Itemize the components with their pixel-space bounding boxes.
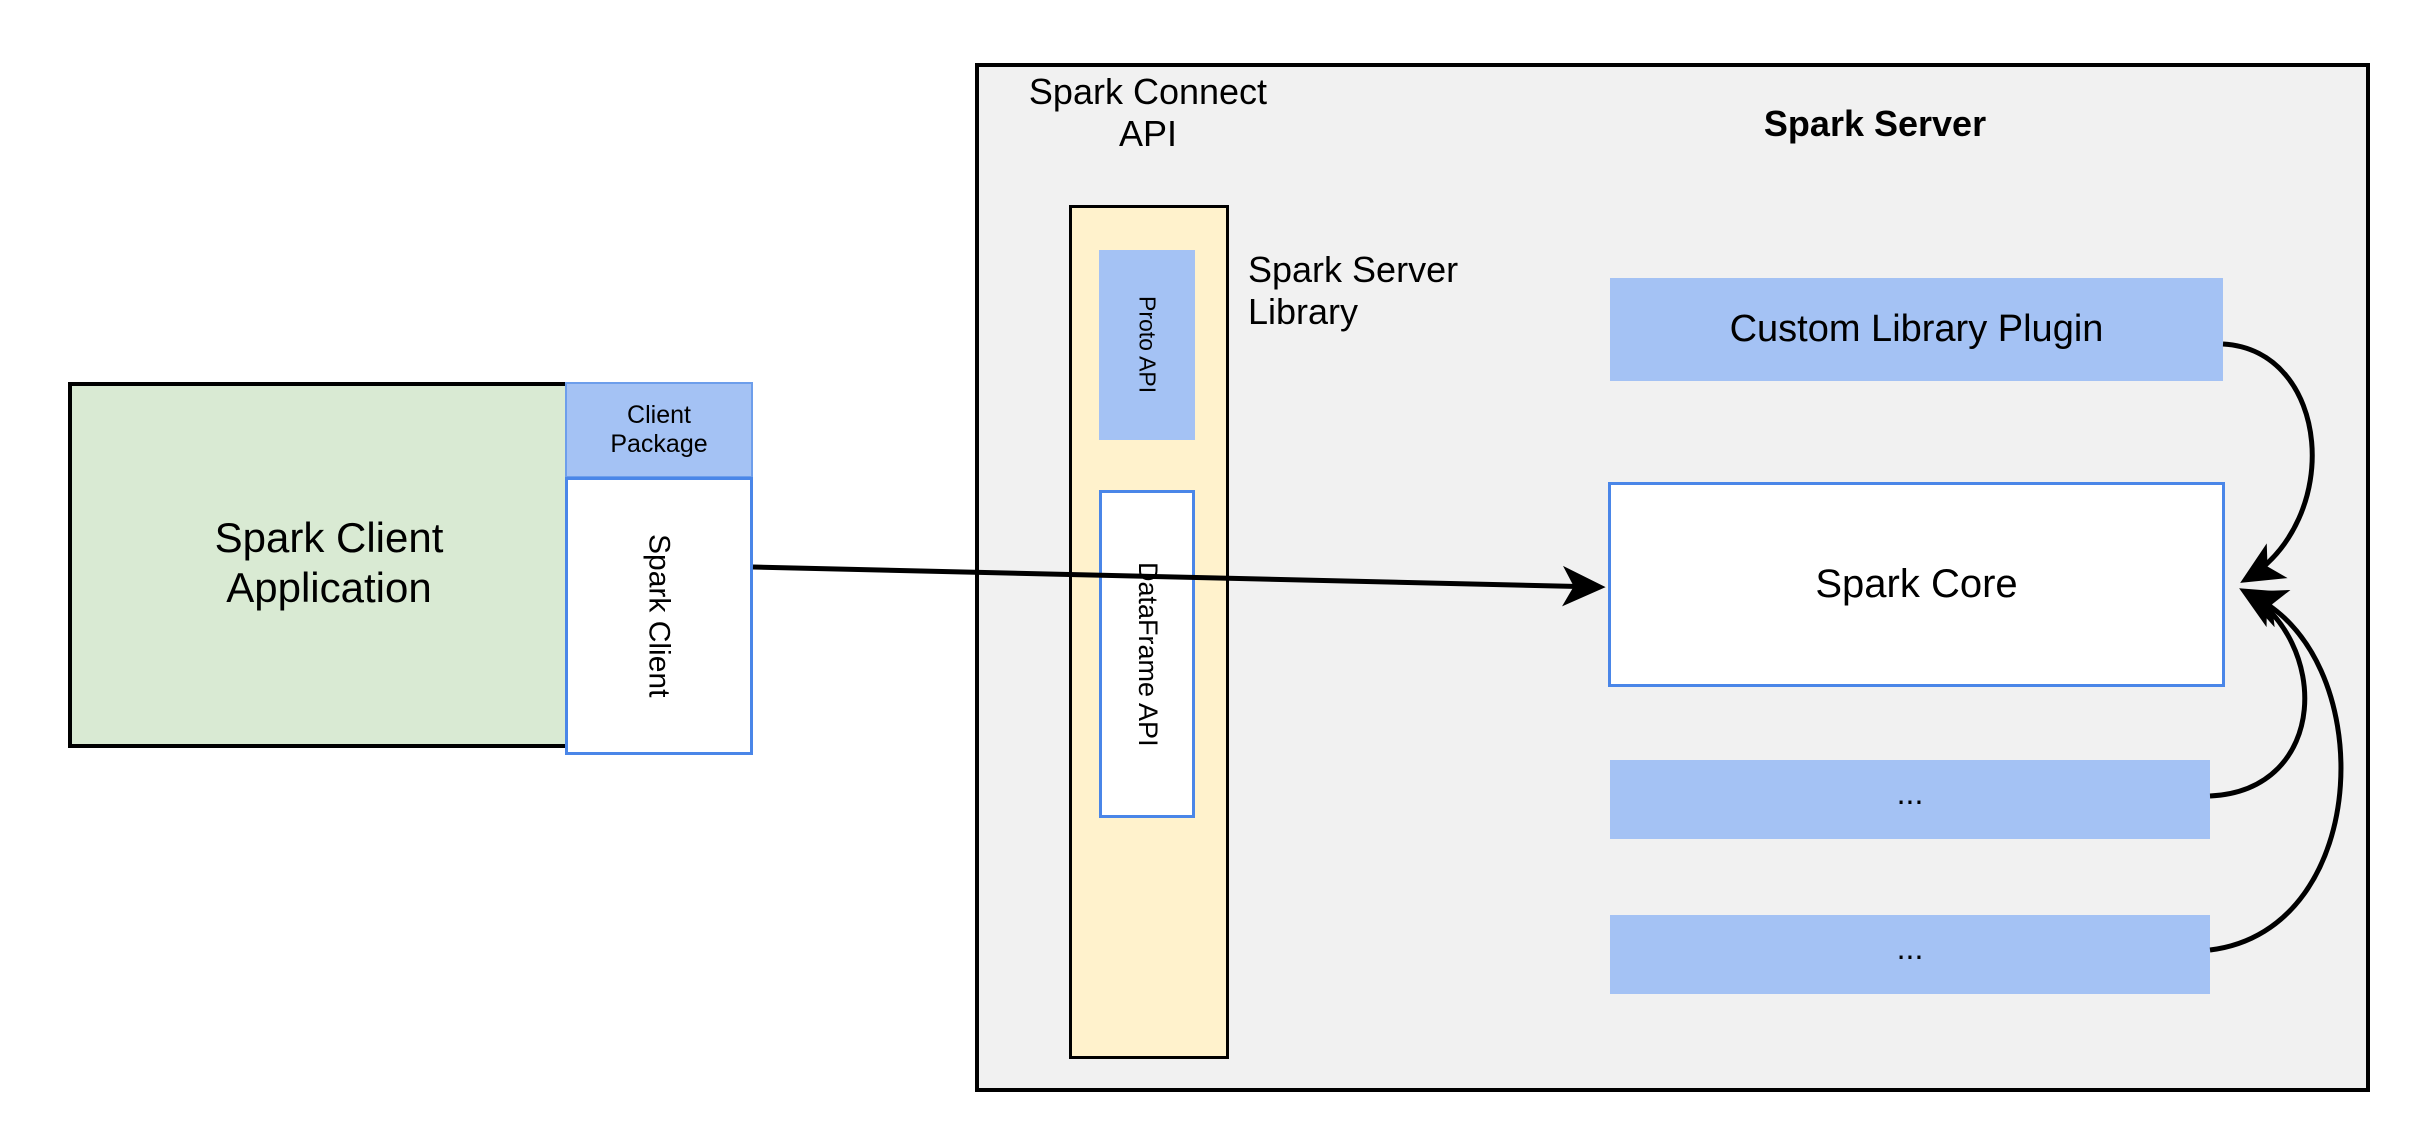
ellipsis-one-box[interactable]: ... <box>1610 760 2210 839</box>
spark-connect-api-label: Spark Connect API <box>1003 68 1293 158</box>
spark-connect-api-line2: API <box>1118 113 1177 154</box>
dataframe-api-box[interactable]: DataFrame API <box>1099 490 1195 818</box>
client-package-box[interactable]: Client Package <box>565 382 753 478</box>
spark-client-application-line1: Spark Client <box>214 514 444 562</box>
spark-client-application-line2: Application <box>226 564 432 611</box>
client-package-line1: Client <box>627 400 691 429</box>
custom-library-plugin-label: Custom Library Plugin <box>1729 308 2104 351</box>
spark-core-box[interactable]: Spark Core <box>1608 482 2225 687</box>
spark-server-library-label: Spark Server Library <box>1248 246 1548 336</box>
spark-server-library-line2: Library <box>1248 291 1359 332</box>
custom-library-plugin-box[interactable]: Custom Library Plugin <box>1610 278 2223 381</box>
spark-core-label: Spark Core <box>1815 561 2018 606</box>
spark-server-title: Spark Server <box>1763 102 1987 144</box>
spark-client-box[interactable]: Spark Client <box>565 477 753 755</box>
spark-connect-api-line1: Spark Connect <box>1028 70 1268 112</box>
spark-client-application-box[interactable]: Spark Client Application <box>68 382 590 748</box>
ellipsis-one-label: ... <box>1896 774 1924 811</box>
spark-server-library-line1: Spark Server <box>1248 248 1459 290</box>
proto-api-box[interactable]: Proto API <box>1099 250 1195 440</box>
client-package-line2: Package <box>610 430 708 458</box>
dataframe-api-label: DataFrame API <box>1132 561 1163 747</box>
ellipsis-two-label: ... <box>1896 929 1924 966</box>
ellipsis-two-box[interactable]: ... <box>1610 915 2210 994</box>
spark-client-label: Spark Client <box>642 534 676 698</box>
proto-api-label: Proto API <box>1134 296 1161 394</box>
